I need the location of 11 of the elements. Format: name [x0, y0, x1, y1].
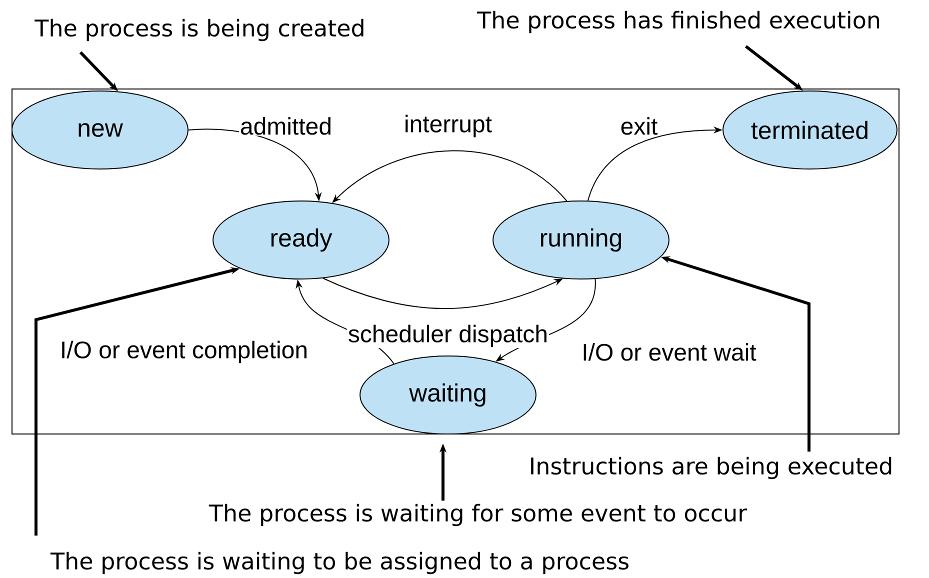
- annotation-text: The process is being created: [34, 18, 364, 42]
- annotation-text: The process is waiting for some event to occur: [208, 504, 748, 526]
- annotation-text: The process has finished execution: [477, 10, 880, 34]
- edge-label: I/O or event completion: [58, 340, 310, 364]
- annotation-text: The process is waiting to be assigned to a process: [50, 552, 628, 574]
- annotation-text: Instructions are being executed: [531, 456, 892, 480]
- edge-label: I/O or event wait: [580, 342, 758, 362]
- edge-label: admitted: [238, 116, 334, 136]
- edge-label: scheduler dispatch: [346, 324, 550, 348]
- edge-label: interrupt: [402, 114, 494, 138]
- edge-label: exit: [619, 116, 659, 136]
